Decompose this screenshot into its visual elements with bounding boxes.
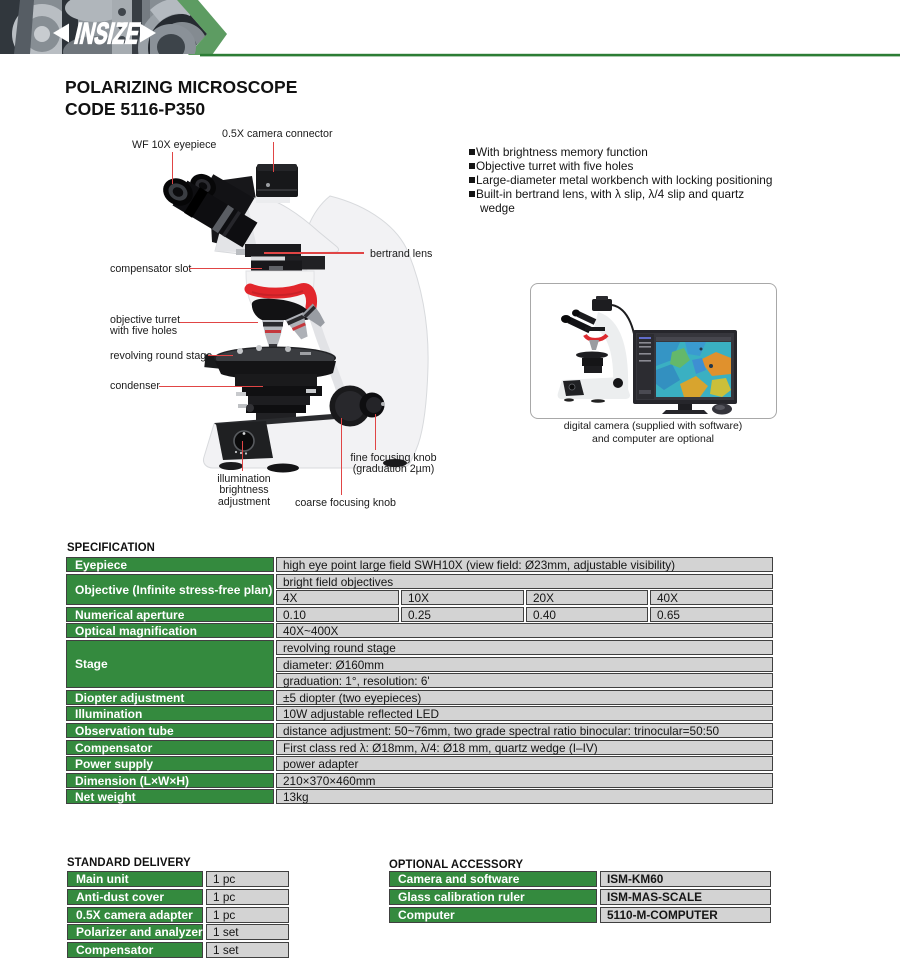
svg-text:INSIZE: INSIZE bbox=[71, 17, 143, 51]
